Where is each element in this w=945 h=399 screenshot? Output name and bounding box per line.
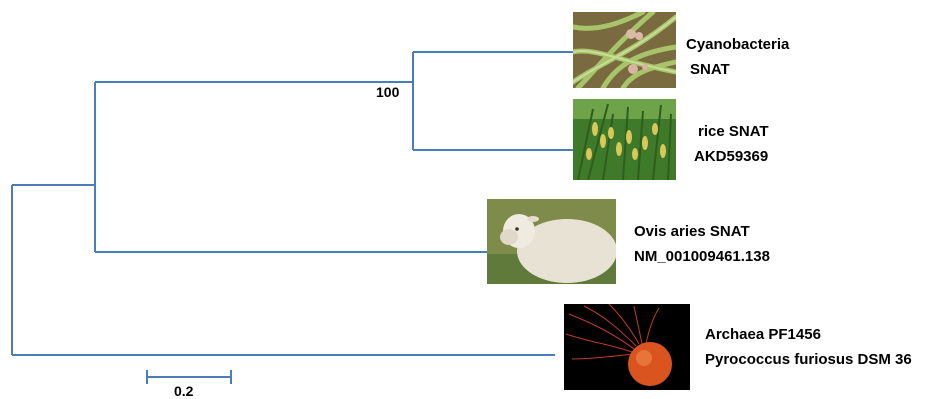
taxon-name: Ovis aries SNAT	[634, 223, 750, 240]
bootstrap-value: 100	[376, 84, 400, 100]
taxon-label-cyanobacteria: Cyanobacteria SNAT	[686, 32, 789, 82]
pyrococcus-cell-photo	[564, 304, 690, 390]
taxon-id: Pyrococcus furiosus DSM 36	[705, 351, 912, 368]
scale-bar	[146, 370, 232, 384]
taxon-name: rice SNAT	[698, 123, 769, 140]
taxon-label-archaea: Archaea PF1456 Pyrococcus furiosus DSM 3…	[705, 322, 912, 372]
taxon-id: SNAT	[690, 61, 730, 78]
rice-panicle-photo	[573, 99, 676, 180]
taxon-label-rice: rice SNAT AKD59369	[694, 119, 769, 169]
taxon-label-ovis: Ovis aries SNAT NM_001009461.138	[634, 219, 770, 269]
taxon-name: Cyanobacteria	[686, 36, 790, 53]
taxon-name: Archaea PF1456	[705, 326, 821, 343]
taxon-id: NM_001009461.138	[634, 248, 770, 265]
taxon-id: AKD59369	[694, 148, 769, 165]
cyanobacteria-filaments-photo	[573, 12, 676, 88]
scale-bar-label: 0.2	[174, 383, 194, 399]
sheep-photo	[487, 199, 616, 284]
